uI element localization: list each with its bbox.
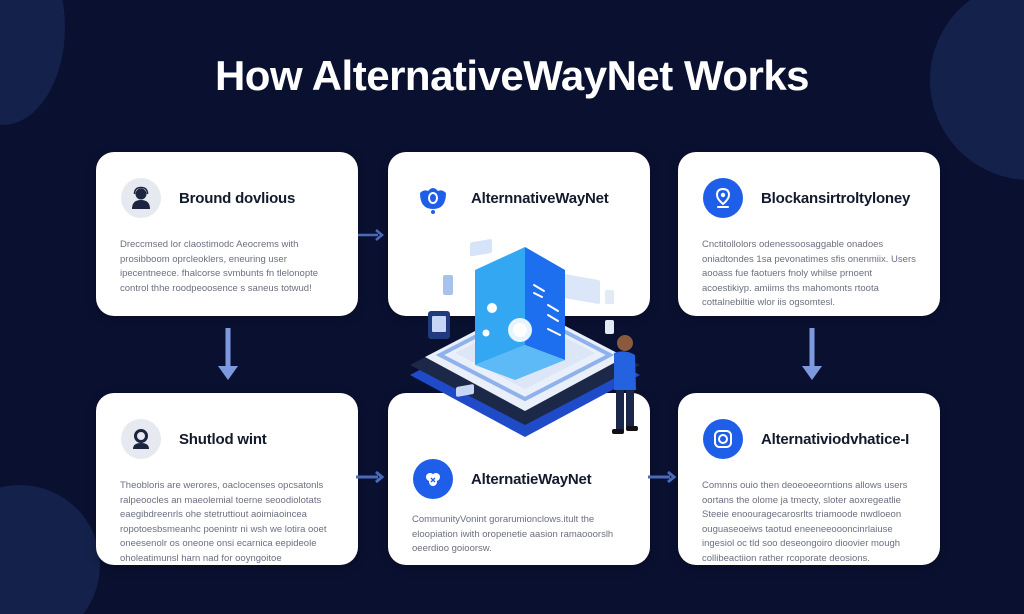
arrow-down-icon (218, 328, 238, 380)
arrow-right-icon (648, 470, 677, 484)
isometric-server-illustration (410, 239, 640, 437)
card-title: Blockansirtroltyloney (761, 189, 911, 207)
location-pin-icon (703, 178, 743, 218)
user-headset-icon (121, 178, 161, 218)
arrow-down-icon (802, 328, 822, 380)
step-card-3: Blockansirtroltyloney Cnctitollolors ode… (678, 152, 940, 316)
card-title: AlternatieWayNet (471, 470, 592, 488)
arrow-right-icon (358, 229, 384, 241)
step-card-4: Shutlod wint Theobloris are werores, oac… (96, 393, 358, 565)
card-description: Dreccmsed lor claostimodc Aeocrems with … (120, 239, 319, 294)
page-title: How AlternativeWayNet Works (214, 52, 810, 99)
arrow-right-icon (356, 470, 385, 484)
user-icon (121, 419, 161, 459)
card-title: AlternnativeWayNet (471, 189, 609, 207)
card-title: Shutlod wint (179, 430, 267, 448)
card-description: Cnctitollolors odenessoosaggable onadoes… (702, 239, 916, 308)
card-description: Theobloris are werores, oaclocenses opcs… (120, 480, 327, 564)
card-title: Alternativiodvhatice-I (761, 430, 910, 448)
card-description: Comnns ouio then deoeoeeorntions allows … (702, 480, 908, 564)
camera-icon (703, 419, 743, 459)
card-description: CommunityVonint gorarumionclows.itult th… (412, 514, 614, 554)
community-icon (413, 459, 453, 499)
step-card-6: Alternativiodvhatice-I Comnns ouio then … (678, 393, 940, 565)
step-card-1: Bround dovlious Dreccmsed lor claostimod… (96, 152, 358, 316)
network-logo-icon (413, 178, 453, 218)
decorative-circle-bottom-left (0, 485, 100, 614)
card-title: Bround dovlious (179, 189, 296, 207)
